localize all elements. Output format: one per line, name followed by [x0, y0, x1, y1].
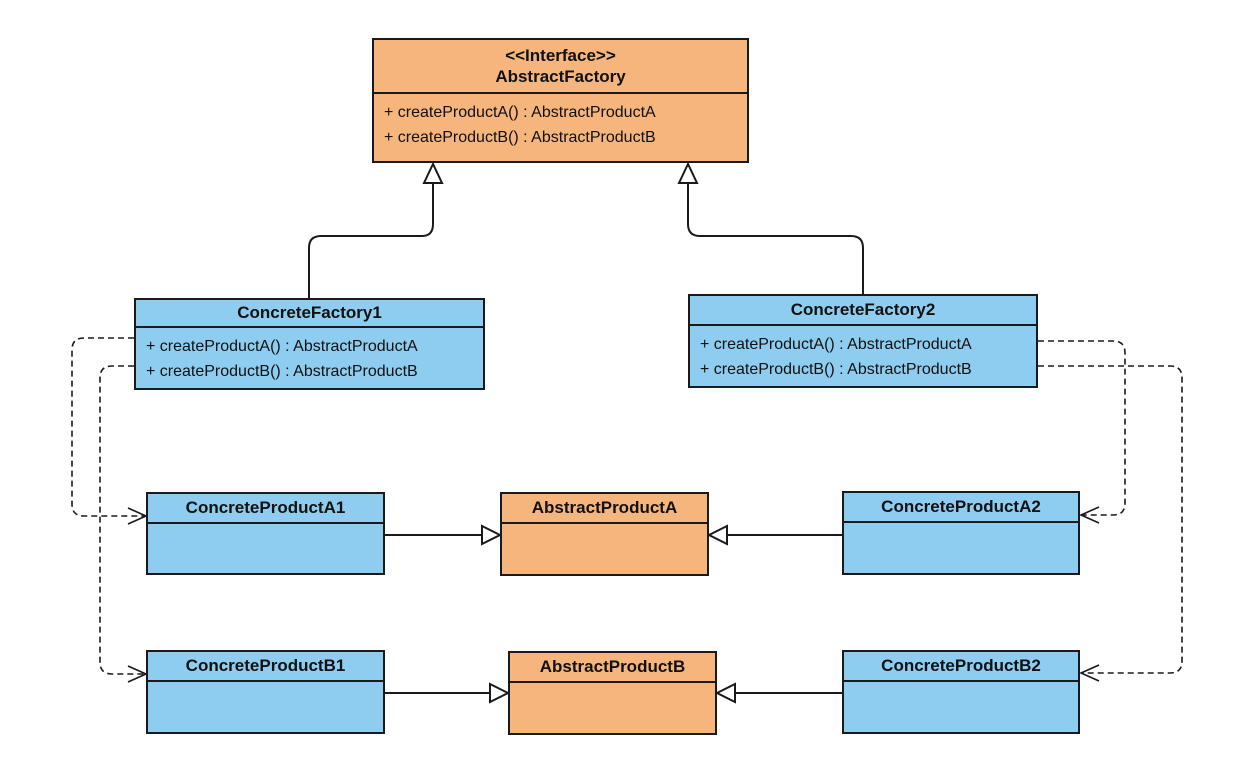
method-list: + createProductA() : AbstractProductA + …	[136, 328, 483, 384]
class-header: ConcreteProductA1	[148, 494, 383, 524]
stereotype-label: <<Interface>>	[505, 46, 616, 65]
class-name: ConcreteFactory1	[237, 303, 382, 322]
class-name: ConcreteProductA2	[881, 497, 1041, 516]
dependency-edge-cf1-b1	[99, 365, 144, 675]
class-name: ConcreteFactory2	[790, 300, 936, 319]
method-item: + createProductA() : AbstractProductA	[146, 338, 418, 355]
class-header: ConcreteProductB1	[148, 652, 383, 682]
class-header: AbstractProductA	[502, 494, 707, 524]
method-list: + createProductA() : AbstractProductA + …	[690, 326, 1036, 382]
class-name: AbstractFactory	[495, 67, 626, 86]
class-name: AbstractProductA	[531, 498, 678, 517]
realization-arrowhead-cf1	[422, 161, 444, 184]
class-header: ConcreteFactory2	[690, 296, 1036, 326]
generalization-arrowhead-b2	[714, 682, 736, 704]
generalization-arrowhead-a1	[481, 524, 503, 546]
abstract-factory-class[interactable]: <<Interface>> AbstractFactory + createPr…	[372, 38, 749, 163]
class-header: ConcreteFactory1	[136, 300, 483, 328]
method-list: + createProductA() : AbstractProductA + …	[374, 94, 747, 150]
dependency-arrowhead-a2	[1079, 506, 1100, 524]
class-name: ConcreteProductB2	[881, 656, 1041, 675]
dependency-edge-cf2-b2	[1038, 365, 1183, 674]
method-item: + createProductB() : AbstractProductB	[384, 129, 656, 146]
generalization-arrowhead-b1	[489, 682, 511, 704]
abstract-product-a-class[interactable]: AbstractProductA	[500, 492, 709, 576]
class-name: ConcreteProductB1	[185, 656, 346, 675]
realization-arrowhead-cf2	[677, 161, 699, 184]
concrete-factory-1-class[interactable]: ConcreteFactory1 + createProductA() : Ab…	[134, 298, 485, 390]
dependency-edge-cf2-a2	[1038, 340, 1126, 516]
class-header: <<Interface>> AbstractFactory	[374, 40, 747, 94]
realization-edge-cf2	[687, 183, 864, 295]
class-header: ConcreteProductA2	[844, 493, 1078, 523]
class-name: ConcreteProductA1	[185, 498, 346, 517]
class-name: AbstractProductB	[539, 657, 686, 676]
dependency-edge-cf1-a1	[71, 337, 144, 517]
method-item: + createProductA() : AbstractProductA	[384, 104, 656, 121]
dependency-arrowhead-b2	[1079, 664, 1100, 682]
concrete-product-b1-class[interactable]: ConcreteProductB1	[146, 650, 385, 734]
method-item: + createProductA() : AbstractProductA	[700, 336, 972, 353]
concrete-product-b2-class[interactable]: ConcreteProductB2	[842, 650, 1080, 734]
method-item: + createProductB() : AbstractProductB	[146, 363, 418, 380]
class-header: AbstractProductB	[510, 653, 715, 683]
concrete-product-a1-class[interactable]: ConcreteProductA1	[146, 492, 385, 575]
abstract-product-b-class[interactable]: AbstractProductB	[508, 651, 717, 735]
class-header: ConcreteProductB2	[844, 652, 1078, 682]
generalization-arrowhead-a2	[706, 524, 728, 546]
realization-edge-cf1	[308, 183, 434, 299]
concrete-product-a2-class[interactable]: ConcreteProductA2	[842, 491, 1080, 575]
concrete-factory-2-class[interactable]: ConcreteFactory2 + createProductA() : Ab…	[688, 294, 1038, 388]
method-item: + createProductB() : AbstractProductB	[700, 361, 972, 378]
